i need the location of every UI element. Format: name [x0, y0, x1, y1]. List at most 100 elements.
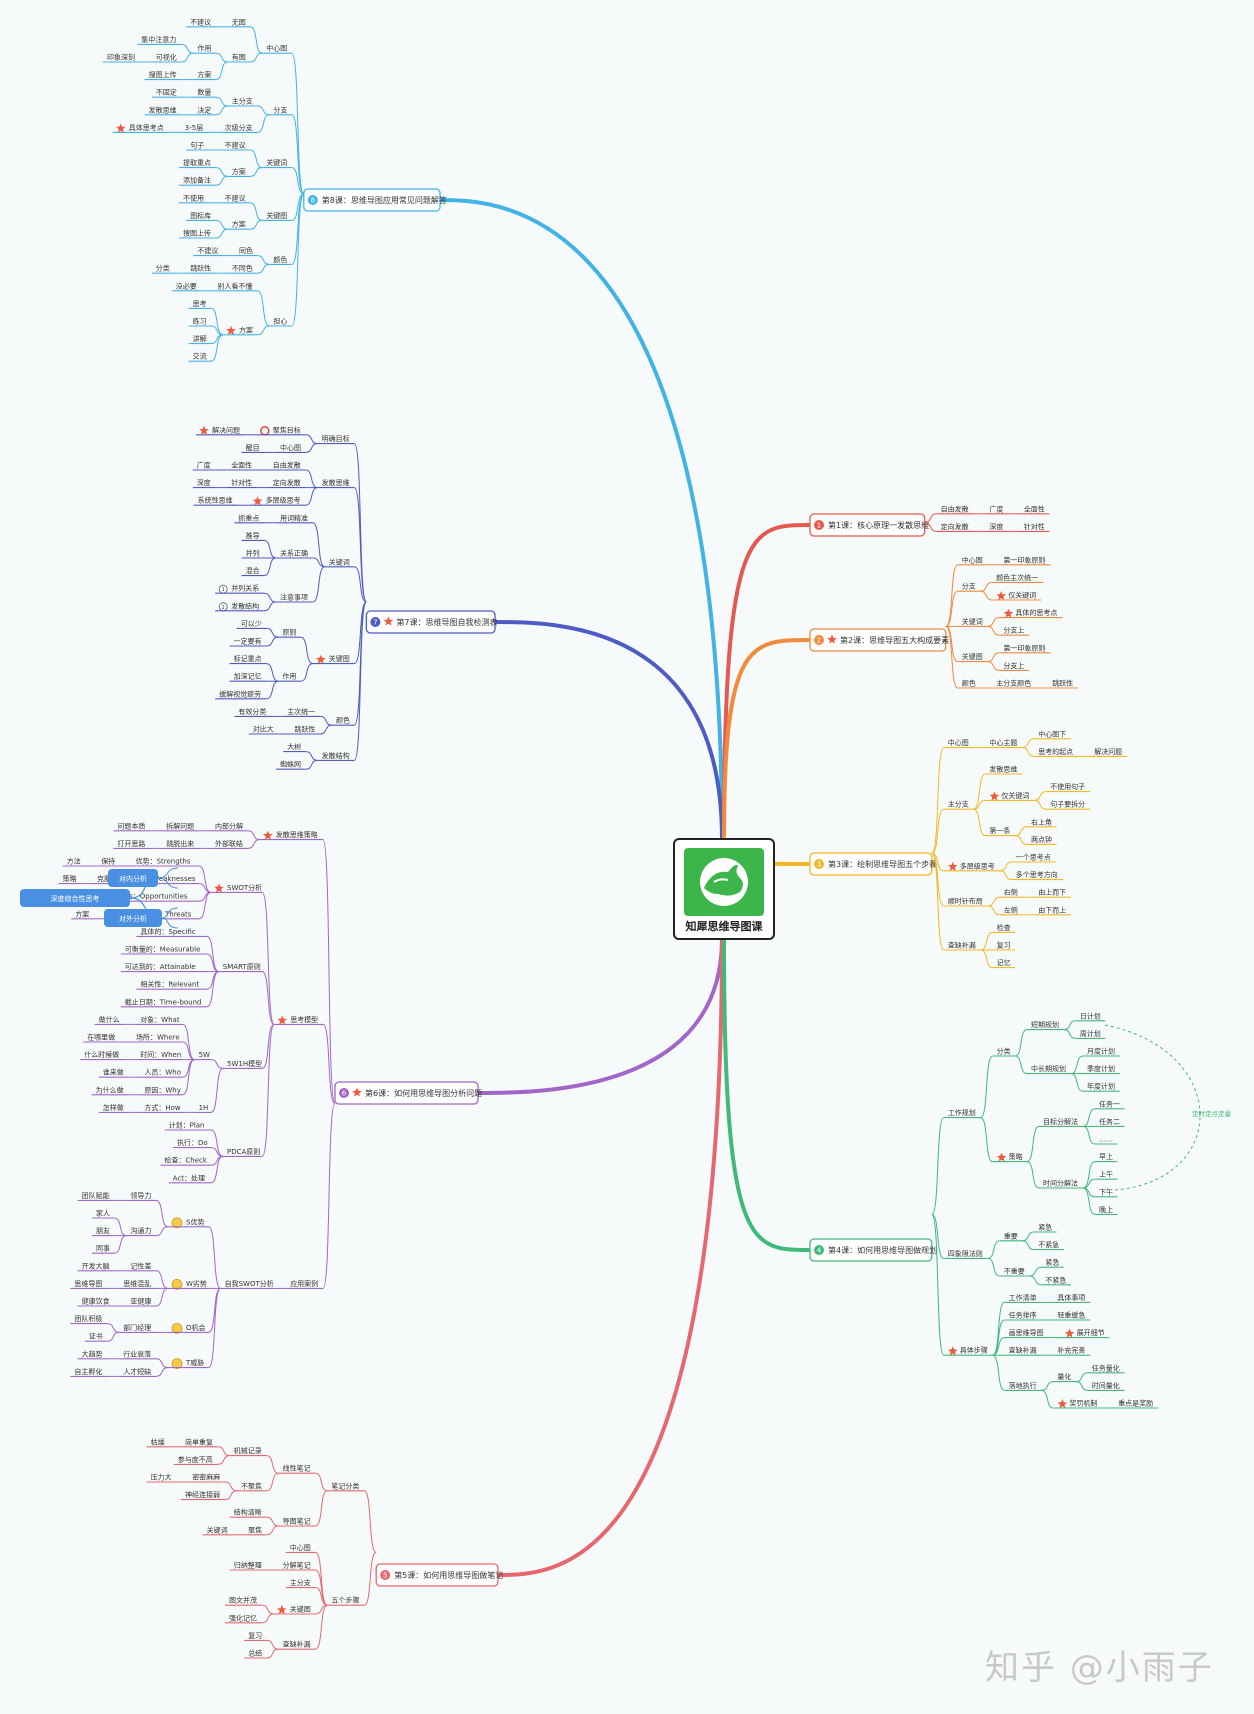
topic-node[interactable]: 健康饮食: [77, 1297, 115, 1307]
topic-node[interactable]: 行业衰落: [119, 1349, 156, 1360]
topic-node[interactable]: 中心图: [957, 555, 988, 566]
topic-node[interactable]: 别人看不懂: [213, 281, 258, 292]
topic-node[interactable]: 第一条: [985, 826, 1015, 837]
topic-node[interactable]: 导图笔记: [278, 1517, 316, 1527]
topic-node[interactable]: 下午: [1095, 1187, 1118, 1198]
topic-node[interactable]: 聚焦: [244, 1525, 267, 1536]
topic-node[interactable]: 在哪里做: [83, 1033, 120, 1043]
topic-node[interactable]: 全面性: [1019, 504, 1050, 515]
topic-node[interactable]: 用词精准: [276, 513, 313, 524]
topic-node[interactable]: 方案: [71, 909, 94, 920]
topic-node[interactable]: 日计划: [1075, 1011, 1106, 1022]
topic-node[interactable]: 证书: [84, 1332, 108, 1342]
topic-node[interactable]: 第一印象原则: [999, 555, 1051, 566]
topic-node[interactable]: 紧急: [1034, 1223, 1057, 1233]
topic-node[interactable]: 思考: [188, 300, 211, 309]
topic-node[interactable]: 发散结构: [317, 751, 355, 761]
topic-node[interactable]: 练习: [188, 317, 211, 327]
topic-node[interactable]: 分类: [992, 1047, 1015, 1057]
topic-node[interactable]: 方案: [193, 70, 216, 81]
topic-node[interactable]: 作用: [193, 44, 216, 54]
topic-node[interactable]: 广度: [985, 504, 1008, 515]
topic-node[interactable]: 缓解视觉疲劳: [215, 689, 267, 700]
topic-node[interactable]: 针对性: [227, 478, 257, 489]
topic-node[interactable]: 句子要拆分: [1046, 800, 1091, 810]
topic-node[interactable]: 轻重缓急: [1053, 1311, 1091, 1321]
topic-node[interactable]: 可视化: [151, 53, 182, 63]
topic-node[interactable]: W劣势: [168, 1279, 209, 1290]
topic-node[interactable]: 原因：Why: [140, 1086, 183, 1096]
topic-node[interactable]: 颜色: [332, 716, 355, 726]
topic-node[interactable]: 参与度不高: [173, 1455, 218, 1465]
topic-node[interactable]: 解决问题: [1090, 747, 1127, 757]
topic-node[interactable]: 强化记忆: [225, 1613, 262, 1624]
topic-node[interactable]: 没必要: [171, 281, 202, 292]
topic-node[interactable]: 5W: [194, 1051, 211, 1061]
topic-node[interactable]: 部门经理: [119, 1323, 156, 1333]
topic-node[interactable]: 中心图: [943, 738, 974, 749]
topic-node[interactable]: 落地执行: [1004, 1381, 1042, 1391]
topic-node[interactable]: 抓重点: [234, 513, 264, 524]
topic-node[interactable]: 发散思维策略: [259, 830, 323, 841]
topic-node[interactable]: 对比大: [248, 725, 279, 735]
topic-node[interactable]: 针对性: [1019, 522, 1050, 532]
topic-node[interactable]: 截止日期：Time-bound: [120, 997, 207, 1008]
topic-node[interactable]: 重点是奖励: [1114, 1399, 1159, 1409]
topic-node[interactable]: 量化: [1053, 1372, 1076, 1383]
topic-node[interactable]: 不聚焦: [237, 1481, 267, 1492]
topic-node[interactable]: 相关性：Relevant: [136, 980, 207, 990]
topic-node[interactable]: S优势: [168, 1217, 209, 1229]
topic-node[interactable]: 复习: [244, 1631, 267, 1641]
topic-node[interactable]: 决定: [193, 105, 216, 116]
topic-node[interactable]: 密密麻麻: [188, 1473, 225, 1483]
topic-node[interactable]: 谁来做: [98, 1068, 129, 1078]
topic-node[interactable]: 策略: [992, 1152, 1027, 1163]
topic-node[interactable]: 中心图: [285, 1543, 316, 1553]
topic-node[interactable]: 定向发散: [268, 478, 306, 489]
topic-node[interactable]: 同色: [235, 246, 258, 257]
topic-node[interactable]: 机械记录: [229, 1446, 267, 1457]
topic-node[interactable]: 有图: [227, 53, 251, 63]
topic-node[interactable]: 可以少: [236, 620, 267, 629]
topic-node[interactable]: 分支上: [999, 626, 1029, 636]
topic-node[interactable]: 工作规划: [943, 1108, 981, 1119]
topic-node[interactable]: 可衡量的：Measurable: [120, 945, 207, 955]
topic-node[interactable]: SWOT分析: [211, 883, 263, 893]
topic-node[interactable]: 执行：Do: [173, 1138, 211, 1149]
topic-node[interactable]: 复习: [992, 941, 1015, 951]
topic-node[interactable]: 关键词: [202, 1525, 233, 1536]
topic-node[interactable]: 方案: [227, 167, 251, 177]
topic-node[interactable]: 深度: [192, 478, 216, 489]
topic-node[interactable]: 归纳整理: [229, 1561, 267, 1571]
topic-node[interactable]: 不紧急: [1041, 1275, 1071, 1286]
topic-node[interactable]: 对象：What: [136, 1015, 183, 1025]
topic-node[interactable]: 为什么做: [91, 1085, 129, 1096]
topic-node[interactable]: 系统性思维: [193, 496, 238, 506]
topic-node[interactable]: 右侧: [999, 888, 1023, 898]
topic-node[interactable]: 搜图上传: [144, 70, 182, 81]
topic-node[interactable]: 不使用: [179, 193, 209, 204]
topic-node[interactable]: 具体步骤: [943, 1346, 993, 1356]
topic-node[interactable]: 任务二: [1095, 1117, 1125, 1127]
topic-node[interactable]: 周计划: [1075, 1029, 1106, 1039]
topic-node[interactable]: 发散思维: [985, 765, 1023, 775]
topic-node[interactable]: 图文并茂: [225, 1596, 262, 1606]
topic-node[interactable]: 由下而上: [1034, 905, 1071, 916]
topic-node[interactable]: 目标分解法: [1039, 1117, 1083, 1127]
central-topic[interactable]: 知犀思维导图课: [673, 838, 775, 940]
topic-node[interactable]: 不建议: [220, 141, 251, 151]
topic-node[interactable]: 简单重复: [181, 1437, 218, 1448]
topic-node[interactable]: 画思维导图: [1004, 1328, 1049, 1339]
topic-node[interactable]: 仅关键词: [992, 591, 1041, 601]
topic-node[interactable]: 怎样做: [98, 1103, 129, 1113]
topic-node[interactable]: 提取重点: [179, 158, 216, 169]
topic-node[interactable]: 5W1H模型: [223, 1059, 263, 1069]
topic-node[interactable]: 工作清单: [1004, 1293, 1042, 1303]
